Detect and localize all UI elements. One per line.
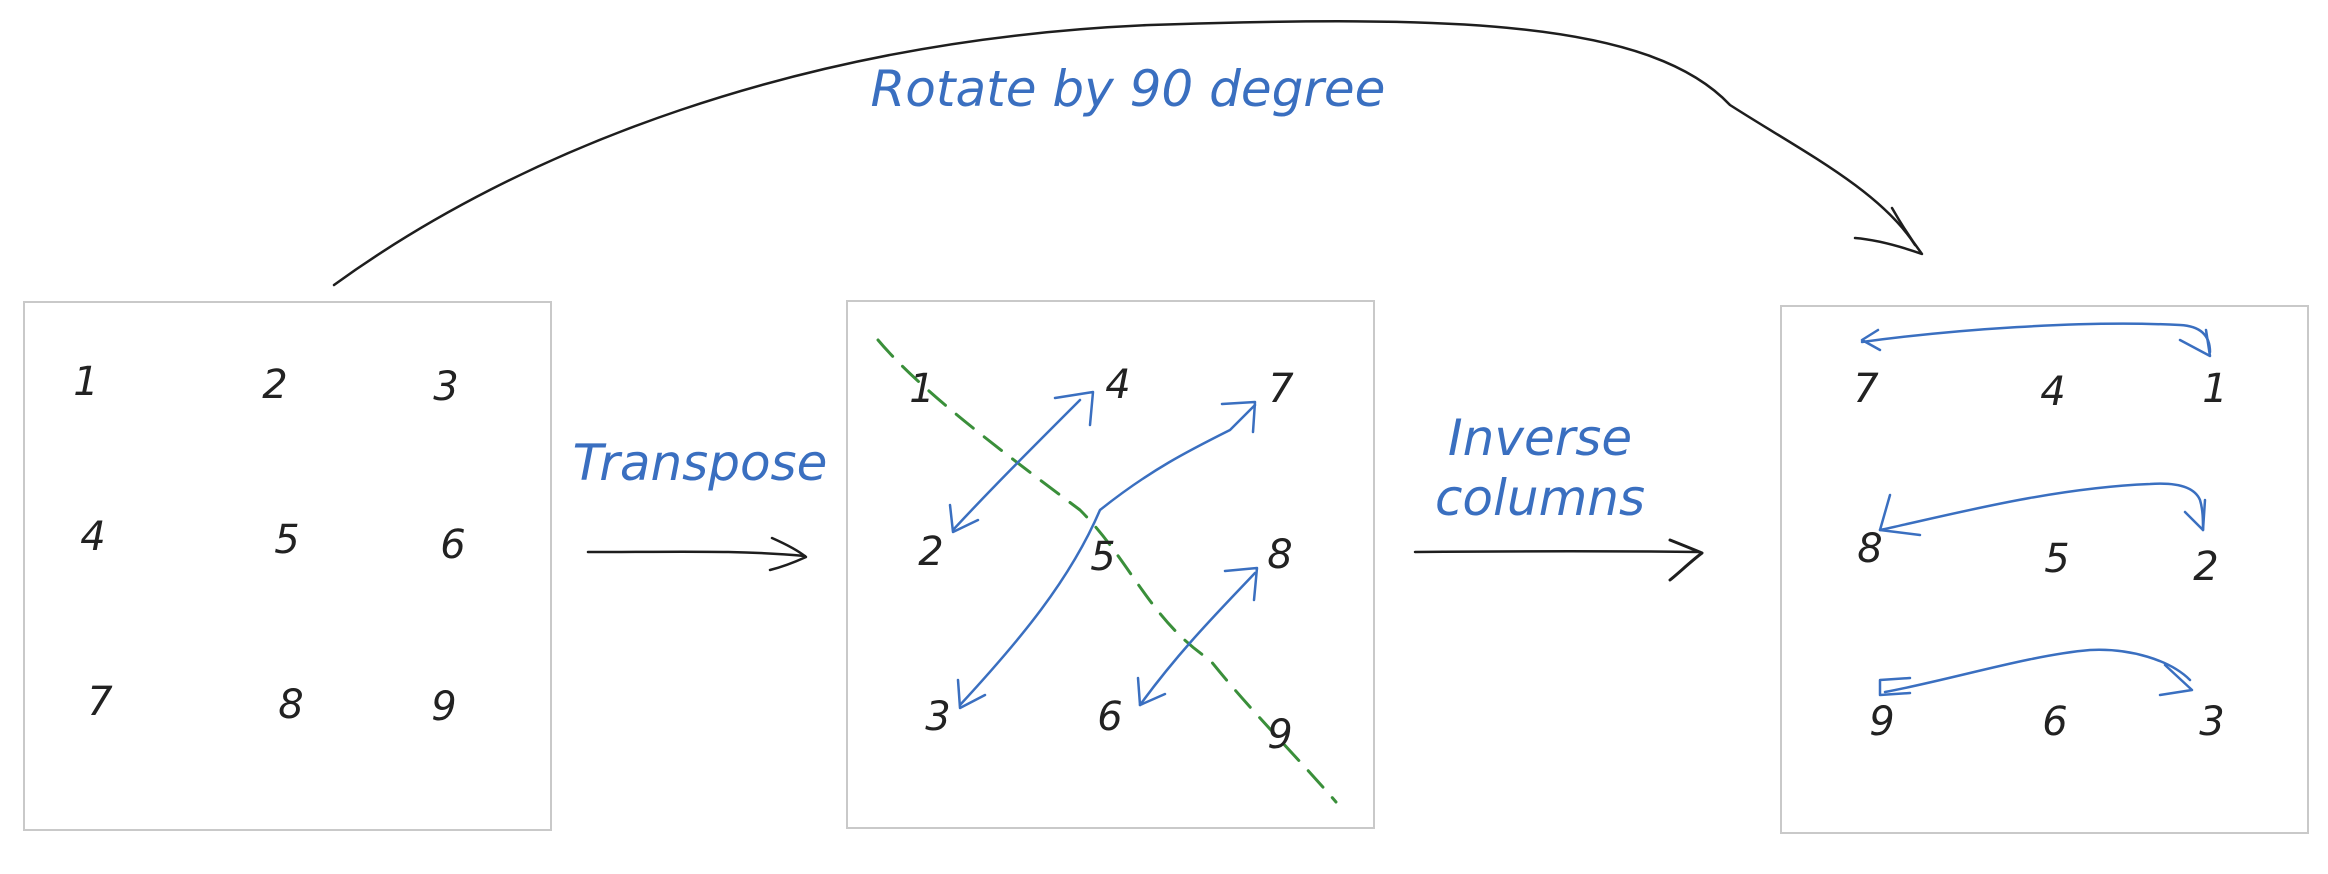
- matrix-cell: 7: [1853, 366, 1879, 412]
- swap-arrowhead: [1136, 676, 1167, 707]
- matrix-cell: 7: [1268, 366, 1294, 412]
- matrix-cell: 6: [2042, 699, 2067, 745]
- swap-arrowhead: [1220, 400, 1257, 434]
- matrix-cell: 3: [433, 364, 458, 410]
- matrix-cell: 9: [431, 684, 456, 730]
- transposed-matrix: 1 4 7 2 5 8 3 6 9: [909, 362, 1294, 758]
- matrix-cell: 6: [1097, 694, 1122, 740]
- matrix-cell: 1: [2202, 366, 2227, 412]
- swap-arrow-6-8: [1138, 571, 1257, 707]
- inverse-label-line2: columns: [1435, 469, 1645, 527]
- matrix-cell: 8: [278, 682, 303, 728]
- matrix-cell: 1: [909, 366, 934, 412]
- swap-arrowhead: [956, 678, 987, 710]
- swap-arrowhead: [1223, 566, 1259, 602]
- matrix-cell: 7: [87, 679, 113, 725]
- transpose-label: Transpose: [573, 434, 828, 492]
- matrix-cell: 4: [1105, 362, 1130, 408]
- swap-arrowhead: [1878, 676, 1912, 697]
- matrix-cell: 2: [262, 362, 287, 408]
- original-matrix-box: [23, 301, 552, 831]
- matrix-cell: 5: [1090, 534, 1115, 580]
- rotated-matrix-box: [1780, 305, 2309, 834]
- rotate-arc-arrowhead: [1853, 206, 1924, 256]
- original-matrix: 1 2 3 4 5 6 7 8 9: [73, 359, 465, 730]
- matrix-cell: 1: [73, 359, 98, 405]
- matrix-cell: 4: [80, 514, 105, 560]
- column-swap-arrow-row3: [1883, 648, 2192, 694]
- matrix-cell: 9: [1267, 712, 1292, 758]
- matrix-cell: 2: [2193, 544, 2218, 590]
- matrix-cell: 8: [1857, 526, 1882, 572]
- matrix-cell: 6: [440, 522, 465, 568]
- swap-arrow-2-4: [951, 398, 1082, 532]
- matrix-cell: 8: [1267, 532, 1292, 578]
- matrix-cell: 3: [2199, 699, 2224, 745]
- transposed-matrix-box: [846, 300, 1375, 829]
- rotate-label: Rotate by 90 degree: [871, 60, 1386, 118]
- swap-arrows: [948, 390, 1259, 710]
- rotated-matrix: 7 4 1 8 5 2 9 6 3: [1853, 366, 2227, 745]
- column-swap-arrows: [1860, 322, 2212, 697]
- swap-arrowhead: [948, 503, 980, 534]
- matrix-cell: 2: [918, 529, 943, 575]
- inverse-arrow: [1413, 550, 1702, 554]
- swap-arrow-3-7: [958, 403, 1257, 707]
- swap-arrowhead: [1860, 328, 1882, 352]
- swap-arrowhead: [1053, 390, 1095, 427]
- column-swap-arrow-row1: [1860, 322, 2212, 354]
- diagonal-dashed-line: [876, 338, 1338, 804]
- matrix-cell: 4: [2040, 369, 2065, 415]
- matrix-cell: 9: [1869, 699, 1894, 745]
- swap-arrowhead: [1878, 493, 1922, 537]
- swap-arrowhead: [2158, 663, 2194, 697]
- inverse-arrowhead: [1668, 538, 1704, 582]
- matrix-cell: 5: [274, 517, 299, 563]
- swap-arrowhead: [2178, 328, 2212, 358]
- transpose-arrow: [586, 550, 807, 558]
- matrix-cell: 5: [2044, 536, 2069, 582]
- swap-arrowhead: [2183, 498, 2207, 532]
- matrix-cell: 3: [925, 694, 950, 740]
- transpose-arrowhead: [768, 536, 808, 572]
- inverse-label-line1: Inverse: [1448, 409, 1632, 467]
- rotate-arc-arrow: [332, 20, 1917, 287]
- column-swap-arrow-row2: [1878, 482, 2205, 532]
